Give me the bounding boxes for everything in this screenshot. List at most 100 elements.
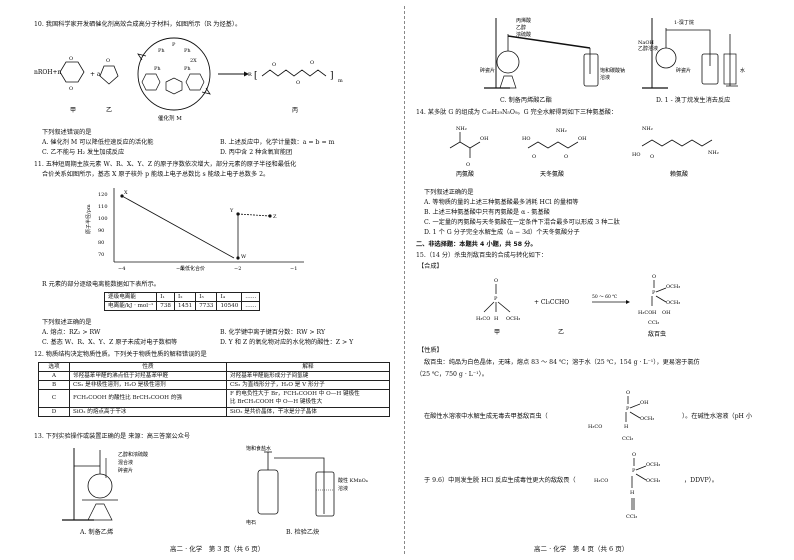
svg-text:酸性 KMnO₄: 酸性 KMnO₄ <box>338 477 368 484</box>
q15-synthesis-scheme: O P H₃CO H OCH₃ 甲 + Cl₃CCHO 乙 50 ～ 60 ℃ … <box>476 274 680 338</box>
svg-text:OCH₃: OCH₃ <box>646 478 660 484</box>
svg-text:O: O <box>466 162 470 168</box>
q11-stem-line2: 合价关系如图所示，基态 X 原子核外 p 能级上电子总数比 s 能级上电子总数多… <box>42 171 270 178</box>
q11-chart-ylabel: 原子半径/pm <box>85 204 92 234</box>
svg-text:H: H <box>494 316 499 322</box>
q10-bing-label: 丙 <box>292 107 298 114</box>
ion-cell-0: 电离能/kJ · mol⁻¹ <box>103 301 158 312</box>
q10-jia-structure: O O <box>59 56 85 92</box>
svg-text:HO: HO <box>632 152 640 158</box>
q13-apparatus-b: 饱和食盐水 电石 酸性 KMnO₄ 溶液 <box>246 445 368 526</box>
q12-stem: 12. 物质结构决定物质性质。下列关于物质性质的解释错误的是 <box>34 351 207 358</box>
svg-text:乙醇: 乙醇 <box>516 24 526 31</box>
q15-stem: 15.（14 分）杀虫剂敌百虫的合成与转化如下： <box>416 252 548 259</box>
ion-header-2: I₂ <box>173 291 197 303</box>
q15-text-1: 敌百虫：纯品为白色晶体，无味，熔点 83 ～ 84 ℃；溶于水（25 ℃，154… <box>424 359 700 366</box>
dipterex-label: 敌百虫 <box>648 330 666 338</box>
svg-text:100: 100 <box>98 216 108 222</box>
q10-option-a: A. 催化剂 M 可以降低控速反应的活化能 <box>42 139 154 146</box>
q10-stem: 10. 我国科学家开发硒催化剂高效合成高分子材料，如图所示（R 为烃基）。 <box>34 21 242 28</box>
svg-text:W: W <box>241 254 247 260</box>
table-row: B CS₂ 是非极性溶剂，H₂O 是极性溶剂 CS₂ 为直线形分子，H₂O 是 … <box>38 380 390 391</box>
svg-text:赖氨酸: 赖氨酸 <box>670 170 688 178</box>
q10-yi-structure: O <box>99 58 119 85</box>
q13-caption-d: D. 1 - 溴丁烷发生消去反应 <box>656 97 731 104</box>
svg-text:碎瓷片: 碎瓷片 <box>676 67 691 74</box>
svg-text:O: O <box>296 80 300 86</box>
svg-text:Y: Y <box>229 208 234 214</box>
svg-text:H: H <box>652 310 657 316</box>
svg-text:H: H <box>630 490 635 496</box>
q15-text-4b: ，DDVP）。 <box>684 477 718 484</box>
svg-text:110: 110 <box>98 204 108 210</box>
q11-radius-chart: 原子半径/pm 120 110 100 90 80 70 −4 −3 −2 −1… <box>85 188 304 272</box>
svg-text:O: O <box>69 56 73 62</box>
svg-text:H₃CO: H₃CO <box>594 478 608 484</box>
ion-header-3: I₃ <box>195 291 218 303</box>
svg-text:丙氨酸: 丙氨酸 <box>456 170 474 178</box>
svg-text:O: O <box>650 154 654 160</box>
svg-text:浓硫酸: 浓硫酸 <box>516 31 531 38</box>
svg-text:O: O <box>532 154 536 160</box>
svg-text:CCl₃: CCl₃ <box>626 514 637 520</box>
table-row: D SiO₂ 的熔点高于干冰 SiO₂ 是共价晶体，干冰是分子晶体 <box>38 406 390 417</box>
svg-text:OCH₃: OCH₃ <box>646 462 660 468</box>
svg-text:P: P <box>494 296 498 302</box>
ion-header-4: I₄ <box>216 291 243 303</box>
svg-text:O: O <box>494 278 498 284</box>
svg-text:乙: 乙 <box>558 329 564 336</box>
svg-text:OCH₃: OCH₃ <box>666 284 680 290</box>
svg-text:HO: HO <box>522 136 530 142</box>
q10-bing-structure: [ O O O ] m R <box>248 60 343 86</box>
svg-text:NH₂: NH₂ <box>456 126 467 132</box>
q14-option-d: D. 1 个 G 分子完全水解生成（a − 3d）个天冬氨酸分子 <box>424 229 580 236</box>
q14-option-a: A. 等物质的量的上述三种氨基酸最多消耗 HCl 的量相等 <box>424 199 579 206</box>
svg-text:OCH₃: OCH₃ <box>640 416 654 422</box>
q11-option-d: D. Y 和 Z 的氧化物对应的水化物的酸性：Z > Y <box>220 339 354 346</box>
q12-header-row: 选项 性质 解释 <box>38 361 390 373</box>
aspartic-acid-structure: HO O NH₂ OH O <box>522 128 587 160</box>
q13-stem: 13. 下列实验操作或装置正确的是 来源：高三答案公众号 <box>34 433 191 440</box>
svg-text:−2: −2 <box>234 266 241 272</box>
demethyl-dipterex-structure: O P OH OCH₃ H₃CO H CCl₃ <box>588 390 654 442</box>
ion-cell-4: 10540 <box>216 301 243 312</box>
svg-text:NH₂: NH₂ <box>708 150 719 156</box>
svg-text:H₃CO: H₃CO <box>638 310 652 316</box>
svg-text:P: P <box>626 406 630 412</box>
q15-text-2: （25 ℃，750 g · L⁻¹）。 <box>416 371 488 378</box>
svg-text:Ph: Ph <box>184 66 191 72</box>
q13-apparatus-d: 1-溴丁烷 NaOH 乙醇溶液 碎瓷片 水 <box>638 18 745 89</box>
svg-text:饱和食盐水: 饱和食盐水 <box>246 445 271 452</box>
svg-text:O: O <box>652 274 656 280</box>
svg-text:80: 80 <box>98 240 104 246</box>
svg-text:碎瓷片: 碎瓷片 <box>118 467 133 474</box>
table-row: C FCH₂COOH 的酸性比 BrCH₂COOH 的强 F 的电负性大于 Br… <box>38 389 390 408</box>
ion-header-1: I₁ <box>156 291 175 303</box>
column-divider <box>404 6 405 554</box>
q13-caption-a: A. 制备乙烯 <box>80 529 114 536</box>
svg-text:CCl₃: CCl₃ <box>648 320 659 326</box>
svg-text:OH: OH <box>662 310 671 316</box>
ion-cell-5: …… <box>241 301 261 312</box>
svg-text:2X: 2X <box>190 58 197 64</box>
svg-text:电石: 电石 <box>246 519 256 526</box>
svg-text:O: O <box>310 60 314 66</box>
svg-text:O: O <box>632 452 636 458</box>
svg-text:m: m <box>338 78 343 84</box>
ddvp-structure: O P OCH₃ OCH₃ H₃CO H CCl₃ <box>594 452 660 520</box>
svg-text:X: X <box>124 190 128 196</box>
q11-chart-xlabel: 最低化合价 <box>180 265 205 272</box>
svg-text:Ph: Ph <box>154 66 161 72</box>
svg-text:+ a: + a <box>90 71 101 78</box>
svg-text:NH₂: NH₂ <box>556 128 567 134</box>
svg-text:碎瓷片: 碎瓷片 <box>480 67 495 74</box>
ion-cell-3: 7733 <box>195 301 218 312</box>
svg-text:O: O <box>69 86 73 92</box>
q14-prompt: 下列叙述正确的是 <box>424 189 474 196</box>
svg-text:]: ] <box>330 71 334 81</box>
q12-table: 选项 性质 解释 A 邻羟基苯甲醛的沸点低于对羟基苯甲醛 对羟基苯甲醛能形成分子… <box>38 361 390 417</box>
q15-text-3b: ）。在碱性水溶液（pH 小 <box>682 413 753 420</box>
q10-option-c: C. 乙不能与 H₂ 发生加成反应 <box>42 149 125 156</box>
q13-caption-b: B. 检验乙炔 <box>286 529 320 536</box>
